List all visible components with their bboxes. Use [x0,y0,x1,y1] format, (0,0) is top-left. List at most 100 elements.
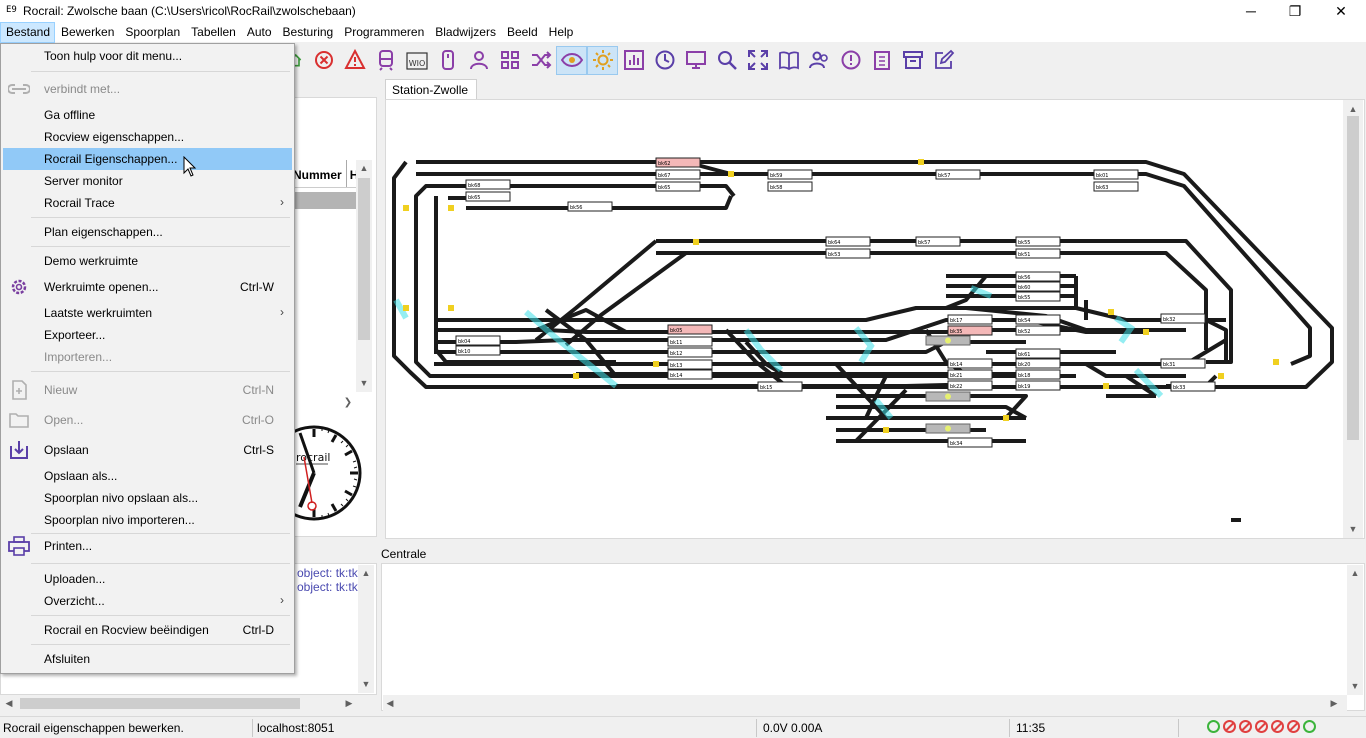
menu-item-connect[interactable]: verbindt met... [3,78,292,100]
edit-button[interactable] [928,46,959,75]
signal[interactable] [403,305,409,311]
track-block[interactable] [915,236,961,247]
menu-item-demo[interactable]: Demo werkruimte [3,250,292,272]
menu-auto[interactable]: Auto [246,25,272,39]
track-block[interactable] [947,437,993,448]
signal[interactable] [693,239,699,245]
message-scroll-thumb[interactable] [20,698,300,709]
track-block[interactable] [947,358,993,369]
centrale-hscroll[interactable]: ◀ ▶ [383,695,1347,712]
message-scroll-left-icon[interactable]: ◀ [5,698,13,708]
track-block[interactable] [825,248,871,259]
menu-item-recent-workspaces[interactable]: Laatste werkruimten› [3,302,292,324]
menu-item-open[interactable]: Open...Ctrl-O [3,409,292,431]
track-block[interactable] [1015,358,1061,369]
message-scroll-up-icon[interactable]: ▲ [361,568,371,578]
archive-button[interactable] [897,46,928,75]
track-block[interactable] [1015,291,1061,302]
minimize-button[interactable]: ─ [1246,3,1256,19]
signal[interactable] [653,361,659,367]
plan-scroll-thumb[interactable] [1347,116,1359,440]
loco-button[interactable] [370,46,401,75]
signal[interactable] [1003,415,1009,421]
wio-button[interactable]: WIO [401,46,432,75]
track-block[interactable] [767,169,813,180]
emergency-button[interactable] [339,46,370,75]
track-block[interactable] [655,169,701,180]
track-block[interactable] [1093,181,1139,192]
track-block[interactable] [947,369,993,380]
track-block[interactable] [1015,369,1061,380]
signal[interactable] [883,427,889,433]
track-block[interactable] [455,345,501,356]
fullscreen-button[interactable] [742,46,773,75]
track-block[interactable] [935,169,981,180]
menu-item-print[interactable]: Printen... [3,535,292,557]
menu-bladwijzers[interactable]: Bladwijzers [435,25,496,39]
menu-tabellen[interactable]: Tabellen [191,25,236,39]
message-hscroll[interactable]: ◀ ▶ [2,695,358,712]
throttle-button[interactable] [432,46,463,75]
clipboard-button[interactable] [866,46,897,75]
track-block[interactable] [947,325,993,336]
menu-item-offline[interactable]: Ga offline [3,104,292,126]
track-block[interactable] [667,347,713,358]
plan-vscroll[interactable]: ▲ ▼ [1343,100,1363,538]
track-block[interactable] [1015,271,1061,282]
monitor-button[interactable] [680,46,711,75]
menu-item-upload[interactable]: Uploaden... [3,568,292,590]
track-block[interactable] [947,380,993,391]
message-scroll-down-icon[interactable]: ▼ [361,679,371,689]
track-block[interactable] [1093,169,1139,180]
signal[interactable] [1108,309,1114,315]
grid-button[interactable] [494,46,525,75]
signal[interactable] [728,171,734,177]
menu-bestand[interactable]: Bestand [0,22,56,43]
loco-table-vscroll[interactable]: ▲ ▼ [356,160,372,392]
menu-item-rocview-props[interactable]: Rocview eigenschappen... [3,126,292,148]
scroll-thumb[interactable] [358,178,370,340]
track-block[interactable] [655,181,701,192]
track-block[interactable] [1015,348,1061,359]
track-block[interactable] [1160,358,1206,369]
menu-item-help[interactable]: Toon hulp voor dit menu... [3,45,292,67]
track-block[interactable] [767,181,813,192]
scroll-right-icon[interactable]: ❯ [343,397,353,408]
track-block[interactable] [465,179,511,190]
menu-item-save-as[interactable]: Opslaan als... [3,465,292,487]
track-block[interactable] [567,201,613,212]
track-block[interactable] [1015,236,1061,247]
track-block[interactable] [667,369,713,380]
track-block[interactable] [667,324,713,335]
centrale-scroll-right-icon[interactable]: ▶ [1330,698,1338,708]
signal[interactable] [448,305,454,311]
centrale-scroll-left-icon[interactable]: ◀ [386,698,394,708]
view-button[interactable] [556,45,587,75]
menu-spoorplan[interactable]: Spoorplan [125,25,181,39]
menu-item-save-level[interactable]: Spoorplan nivo opslaan als... [3,487,292,509]
centrale-scroll-down-icon[interactable]: ▼ [1350,681,1360,691]
track-block[interactable] [947,314,993,325]
menu-besturing[interactable]: Besturing [282,25,334,39]
scroll-down-icon[interactable]: ▼ [359,378,369,388]
centrale-vscroll[interactable]: ▲ ▼ [1347,565,1363,695]
signal[interactable] [1103,383,1109,389]
menu-item-open-workspace[interactable]: Werkruimte openen...Ctrl-W [3,276,292,298]
track-block[interactable] [1160,313,1206,324]
track-block[interactable] [1015,314,1061,325]
track-block[interactable] [1170,381,1216,392]
scroll-up-icon[interactable]: ▲ [359,163,369,173]
menu-item-trace[interactable]: Rocrail Trace› [3,192,292,214]
table-row-selected[interactable] [290,192,356,209]
message-scroll-right-icon[interactable]: ▶ [345,698,353,708]
track-block[interactable] [655,157,701,168]
plan-scroll-up-icon[interactable]: ▲ [1348,104,1358,114]
menu-item-overview[interactable]: Overzicht...› [3,590,292,612]
signal[interactable] [448,205,454,211]
track-block[interactable] [1015,380,1061,391]
centrale-scroll-up-icon[interactable]: ▲ [1350,568,1360,578]
info-button[interactable] [835,46,866,75]
menu-help[interactable]: Help [548,25,574,39]
